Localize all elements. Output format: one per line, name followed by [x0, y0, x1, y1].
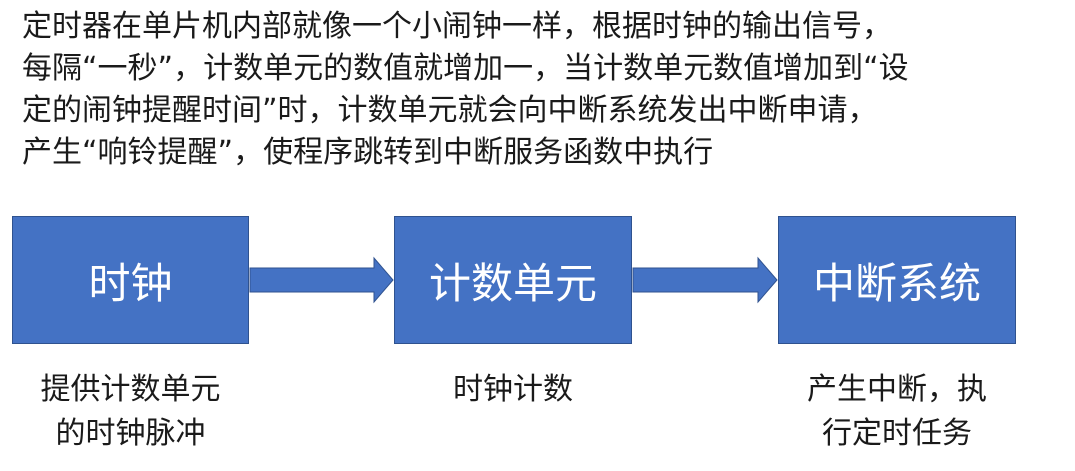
clock-caption-line-1: 提供计数单元 [40, 372, 221, 407]
clock-box-label: 时钟 [88, 258, 173, 308]
interrupt-system-box-label: 中断系统 [812, 258, 981, 308]
intro-line-2: 每隔“一秒”，计数单元的数值就增加一，当计数单元数值增加到“设 [22, 51, 909, 86]
interrupt-caption-line-2: 行定时任务 [822, 416, 972, 451]
clock-box: 时钟 [12, 216, 249, 344]
counter-unit-box-label: 计数单元 [428, 258, 597, 308]
interrupt-caption: 产生中断，执 行定时任务 [778, 368, 1016, 456]
arrow-clock-to-counter [249, 256, 394, 304]
intro-line-3: 定的闹钟提醒时间”时，计数单元就会向中断系统发出中断申请， [22, 93, 878, 128]
clock-caption-line-2: 的时钟脉冲 [55, 416, 206, 451]
interrupt-system-box: 中断系统 [778, 216, 1016, 344]
counter-unit-box: 计数单元 [394, 216, 632, 344]
arrow-counter-to-interrupt [632, 256, 778, 304]
counter-caption-line-1: 时钟计数 [453, 372, 573, 407]
intro-line-1: 定时器在单片机内部就像一个小闹钟一样，根据时钟的输出信号， [22, 9, 892, 44]
clock-caption: 提供计数单元 的时钟脉冲 [12, 368, 249, 456]
counter-caption: 时钟计数 [394, 368, 632, 412]
intro-line-4: 产生“响铃提醒”，使程序跳转到中断服务函数中执行 [22, 135, 714, 170]
intro-paragraph: 定时器在单片机内部就像一个小闹钟一样，根据时钟的输出信号， 每隔“一秒”，计数单… [22, 6, 1067, 174]
interrupt-caption-line-1: 产生中断，执 [807, 372, 987, 407]
